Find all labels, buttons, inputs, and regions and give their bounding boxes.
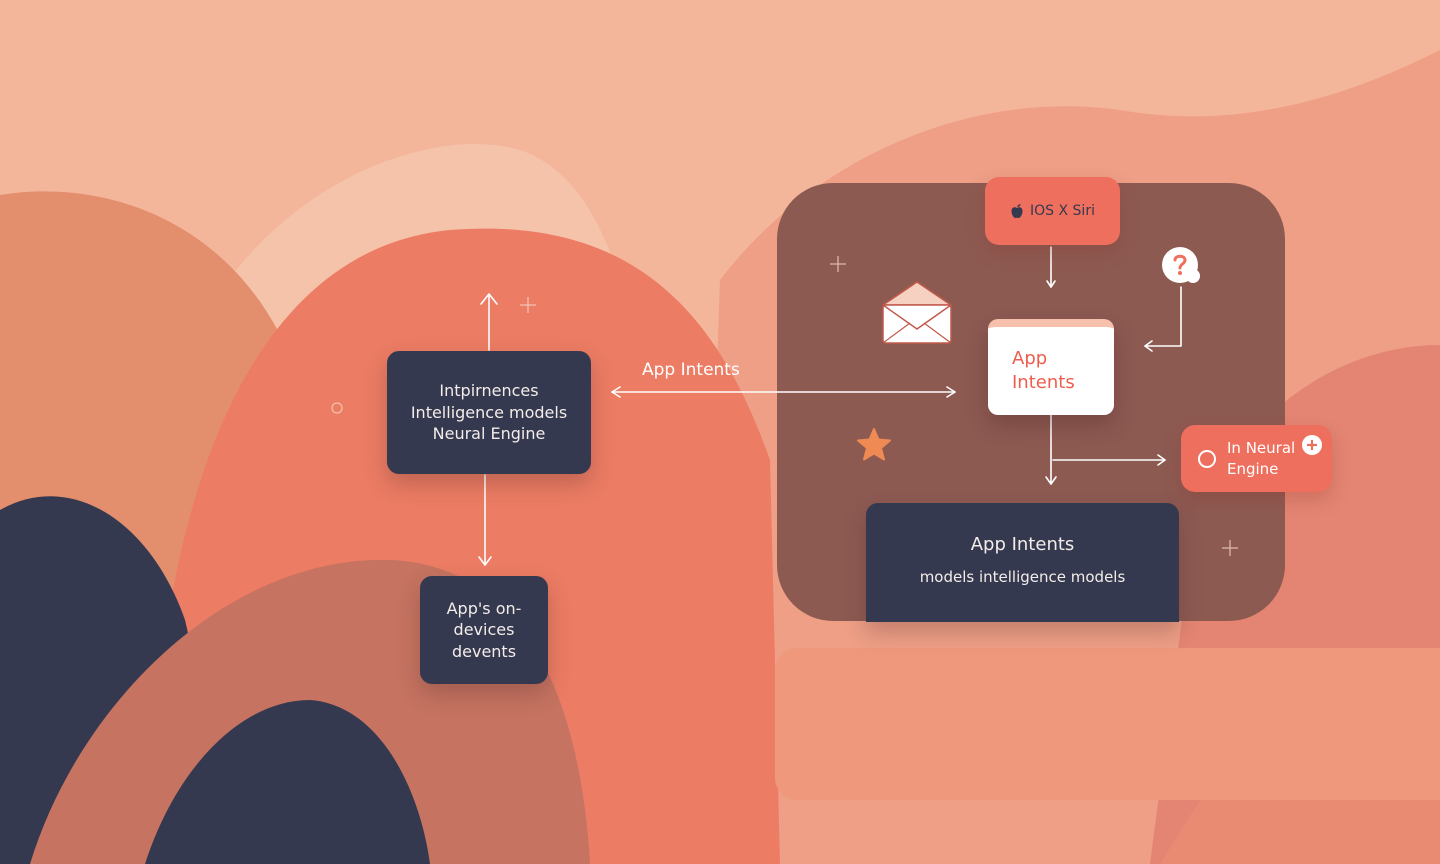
node-line: App	[1012, 347, 1048, 369]
sparkle-icon	[520, 297, 536, 313]
arrow-question-to-card	[1144, 286, 1182, 352]
apple-logo-icon	[1011, 204, 1023, 218]
node-line: Intelligence models	[410, 402, 568, 422]
node-line: Neural Engine	[432, 424, 546, 444]
arrow-siri-to-card	[1046, 246, 1056, 288]
node-siri-label: IOS X Siri	[1030, 202, 1095, 219]
arrow-card-down	[1045, 414, 1057, 485]
edge-app-intents	[611, 386, 956, 398]
node-neural-engine: In Neural Engine	[1181, 425, 1332, 492]
node-app-intents-card: App Intents	[988, 319, 1114, 415]
node-line: devices	[453, 620, 515, 640]
envelope-icon	[882, 281, 952, 344]
node-line: Intpirnences	[439, 381, 539, 401]
plus-circle-icon	[1302, 435, 1322, 455]
arrow-up-from-intelligence	[480, 293, 498, 351]
question-bubble-icon	[1162, 247, 1200, 283]
node-line: In Neural	[1227, 439, 1296, 458]
sparkle-icon	[1222, 540, 1238, 556]
arrow-down-to-apps	[478, 474, 492, 566]
footer-title: App Intents	[970, 534, 1075, 555]
sparkle-icon	[830, 256, 846, 272]
node-app-intents-footer: App Intents models intelligence models	[866, 503, 1179, 622]
star-icon	[857, 428, 891, 461]
node-line: devents	[451, 641, 517, 661]
node-line: Engine	[1227, 459, 1279, 478]
footer-subtitle: models intelligence models	[919, 568, 1126, 587]
node-line: App's on-	[446, 598, 522, 618]
node-apps-devices: App's on- devices devents	[420, 576, 548, 684]
circle-icon	[1198, 449, 1216, 468]
edge-label-app-intents: App Intents	[642, 360, 740, 380]
node-intelligence: Intpirnences Intelligence models Neural …	[387, 351, 591, 474]
arrow-to-neural	[1052, 454, 1166, 466]
node-siri: IOS X Siri	[985, 177, 1120, 245]
node-line: Intents	[1012, 372, 1075, 393]
ring-icon	[331, 402, 343, 414]
